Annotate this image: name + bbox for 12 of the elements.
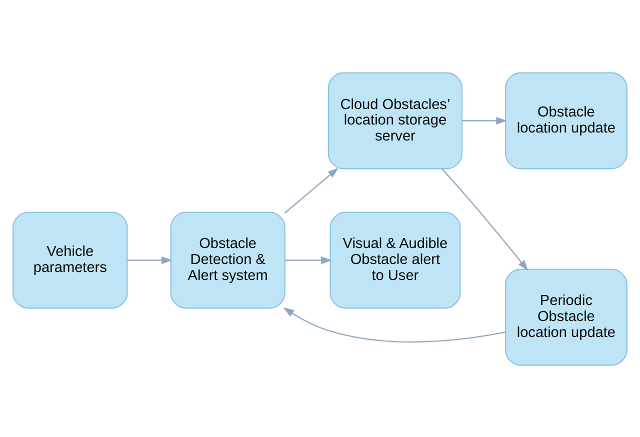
node-box: Visual & Audible Obstacle alert to User: [330, 211, 461, 308]
node-box: Obstacle location update: [504, 72, 628, 169]
node-box: Obstacle Detection & Alert system: [170, 211, 286, 308]
node-box: Cloud Obstacles’ location storage server: [328, 72, 463, 169]
node-box: Vehicle parameters: [12, 211, 128, 308]
arrow: [462, 116, 508, 124]
arrow: [284, 256, 332, 264]
arrow: [127, 256, 172, 264]
arrow: [283, 306, 506, 342]
arrow: [284, 167, 338, 213]
arrow: [441, 168, 528, 270]
node-box: Periodic Obstacle location update: [504, 268, 628, 366]
